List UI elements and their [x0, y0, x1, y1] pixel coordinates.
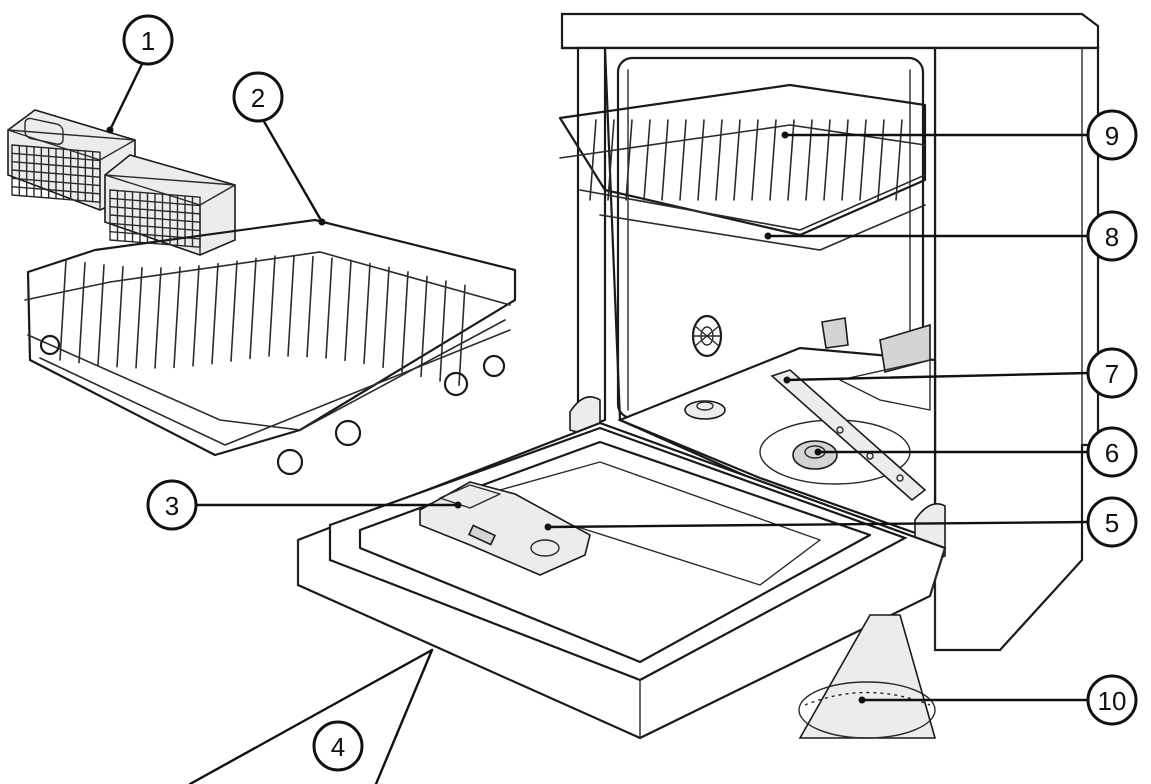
- lower-basket-tine: [269, 256, 275, 356]
- lower-basket-tine: [60, 260, 66, 360]
- callout-4-label: 4: [331, 732, 345, 762]
- callout-8: 8: [1088, 212, 1136, 260]
- basket-wheels: [41, 336, 504, 474]
- lower-basket-tine: [402, 272, 408, 372]
- callout-10: 10: [1088, 676, 1136, 724]
- callout-3: 3: [148, 481, 196, 529]
- lower-basket-tine: [98, 265, 104, 365]
- lower-basket-tine: [117, 267, 123, 367]
- cutlery-baskets: [8, 110, 235, 255]
- callout-7-label: 7: [1105, 359, 1119, 389]
- lower-basket-tine: [307, 257, 313, 357]
- callout-1-label: 1: [141, 26, 155, 56]
- callout-1: 1: [124, 16, 172, 64]
- lower-basket-tine: [79, 263, 85, 363]
- lower-basket-tine: [288, 256, 294, 356]
- callout-5-label: 5: [1105, 508, 1119, 538]
- lower-basket-tine: [250, 258, 256, 358]
- lower-basket-tine: [326, 258, 332, 358]
- lower-basket-tine: [421, 276, 427, 376]
- callout-3-label: 3: [165, 491, 179, 521]
- callout-6-label: 6: [1105, 438, 1119, 468]
- callout-9: 9: [1088, 111, 1136, 159]
- lower-basket-tine: [231, 261, 237, 361]
- lower-basket-tine: [155, 268, 161, 368]
- lower-basket-tine: [383, 267, 389, 367]
- callout-4: 4: [314, 722, 362, 770]
- lower-basket-tine: [440, 281, 446, 381]
- callout-6: 6: [1088, 428, 1136, 476]
- salt-container-cap: [685, 401, 725, 419]
- callout-7: 7: [1088, 349, 1136, 397]
- callout-5: 5: [1088, 498, 1136, 546]
- lower-basket-tine: [136, 268, 142, 368]
- callout-9-label: 9: [1105, 121, 1119, 151]
- lower-basket: [25, 220, 515, 474]
- lower-basket-tine: [174, 267, 180, 367]
- filter: [793, 441, 837, 469]
- lower-basket-tine: [345, 260, 351, 360]
- lower-basket-tine: [212, 264, 218, 364]
- lower-basket-tine: [364, 263, 370, 363]
- lower-basket-tine: [459, 285, 465, 385]
- callout-8-label: 8: [1105, 222, 1119, 252]
- callout-2: 2: [234, 73, 282, 121]
- lower-basket-tine: [193, 266, 199, 366]
- callout-10-label: 10: [1098, 686, 1127, 716]
- callout-2-label: 2: [251, 83, 265, 113]
